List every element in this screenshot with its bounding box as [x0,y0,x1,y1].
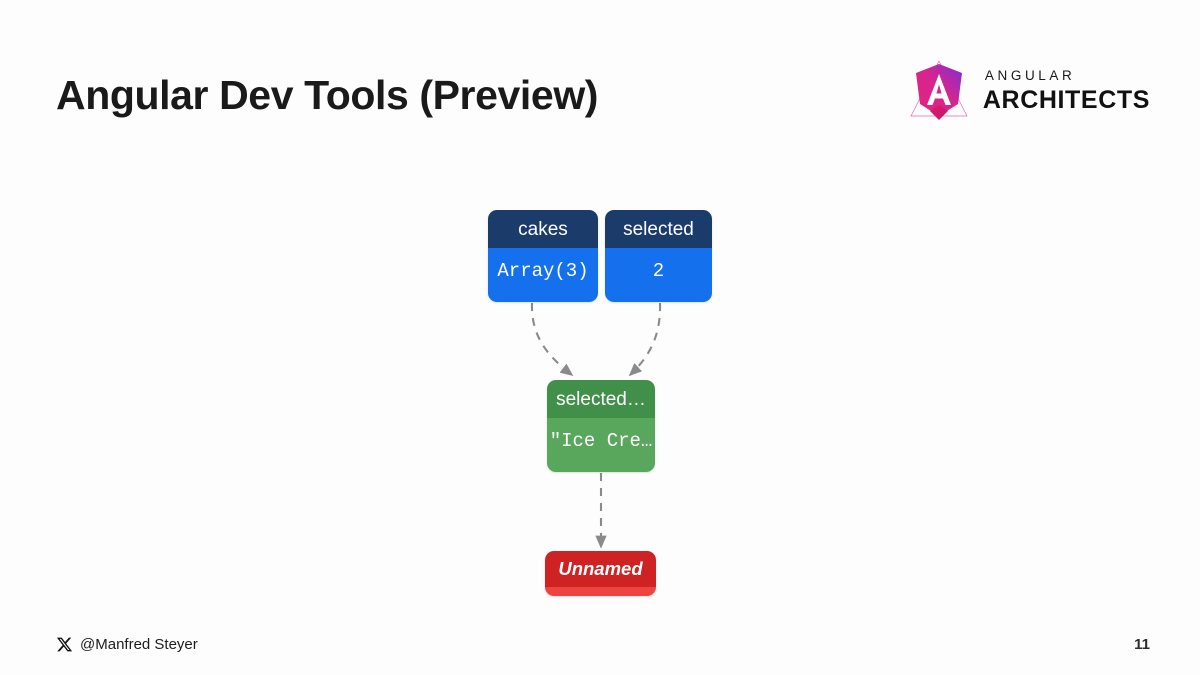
graph-node-value: 2 [605,248,712,302]
graph-node-cakes[interactable]: cakes Array(3) [488,210,598,302]
brand-bottom-line: ARCHITECTS [982,85,1150,114]
footer-social-handle: @Manfred Steyer [56,636,198,653]
graph-node-value [545,587,656,596]
graph-node-header: Unnamed [545,551,656,587]
brand-top-line: ANGULAR [984,68,1076,84]
graph-node-value: "Ice Cre… [547,418,655,472]
edge-cakes-to-selected-cake [530,302,574,377]
graph-node-selected[interactable]: selected 2 [605,210,712,302]
x-twitter-icon [56,637,73,652]
graph-node-unnamed[interactable]: Unnamed [545,551,656,596]
footer-handle-text: @Manfred Steyer [80,636,198,653]
graph-node-header: cakes [488,210,598,248]
page-number: 11 [1134,636,1150,653]
page-title: Angular Dev Tools (Preview) [56,72,599,118]
graph-node-value: Array(3) [488,248,598,302]
angular-shield-icon [910,60,968,120]
graph-node-selected-cake[interactable]: selected… "Ice Cre… [547,380,655,472]
edge-selected-to-selected-cake [628,302,662,377]
graph-node-header: selected [605,210,712,248]
graph-node-header: selected… [547,380,655,418]
brand-logo: ANGULAR ARCHITECTS [907,58,1150,124]
